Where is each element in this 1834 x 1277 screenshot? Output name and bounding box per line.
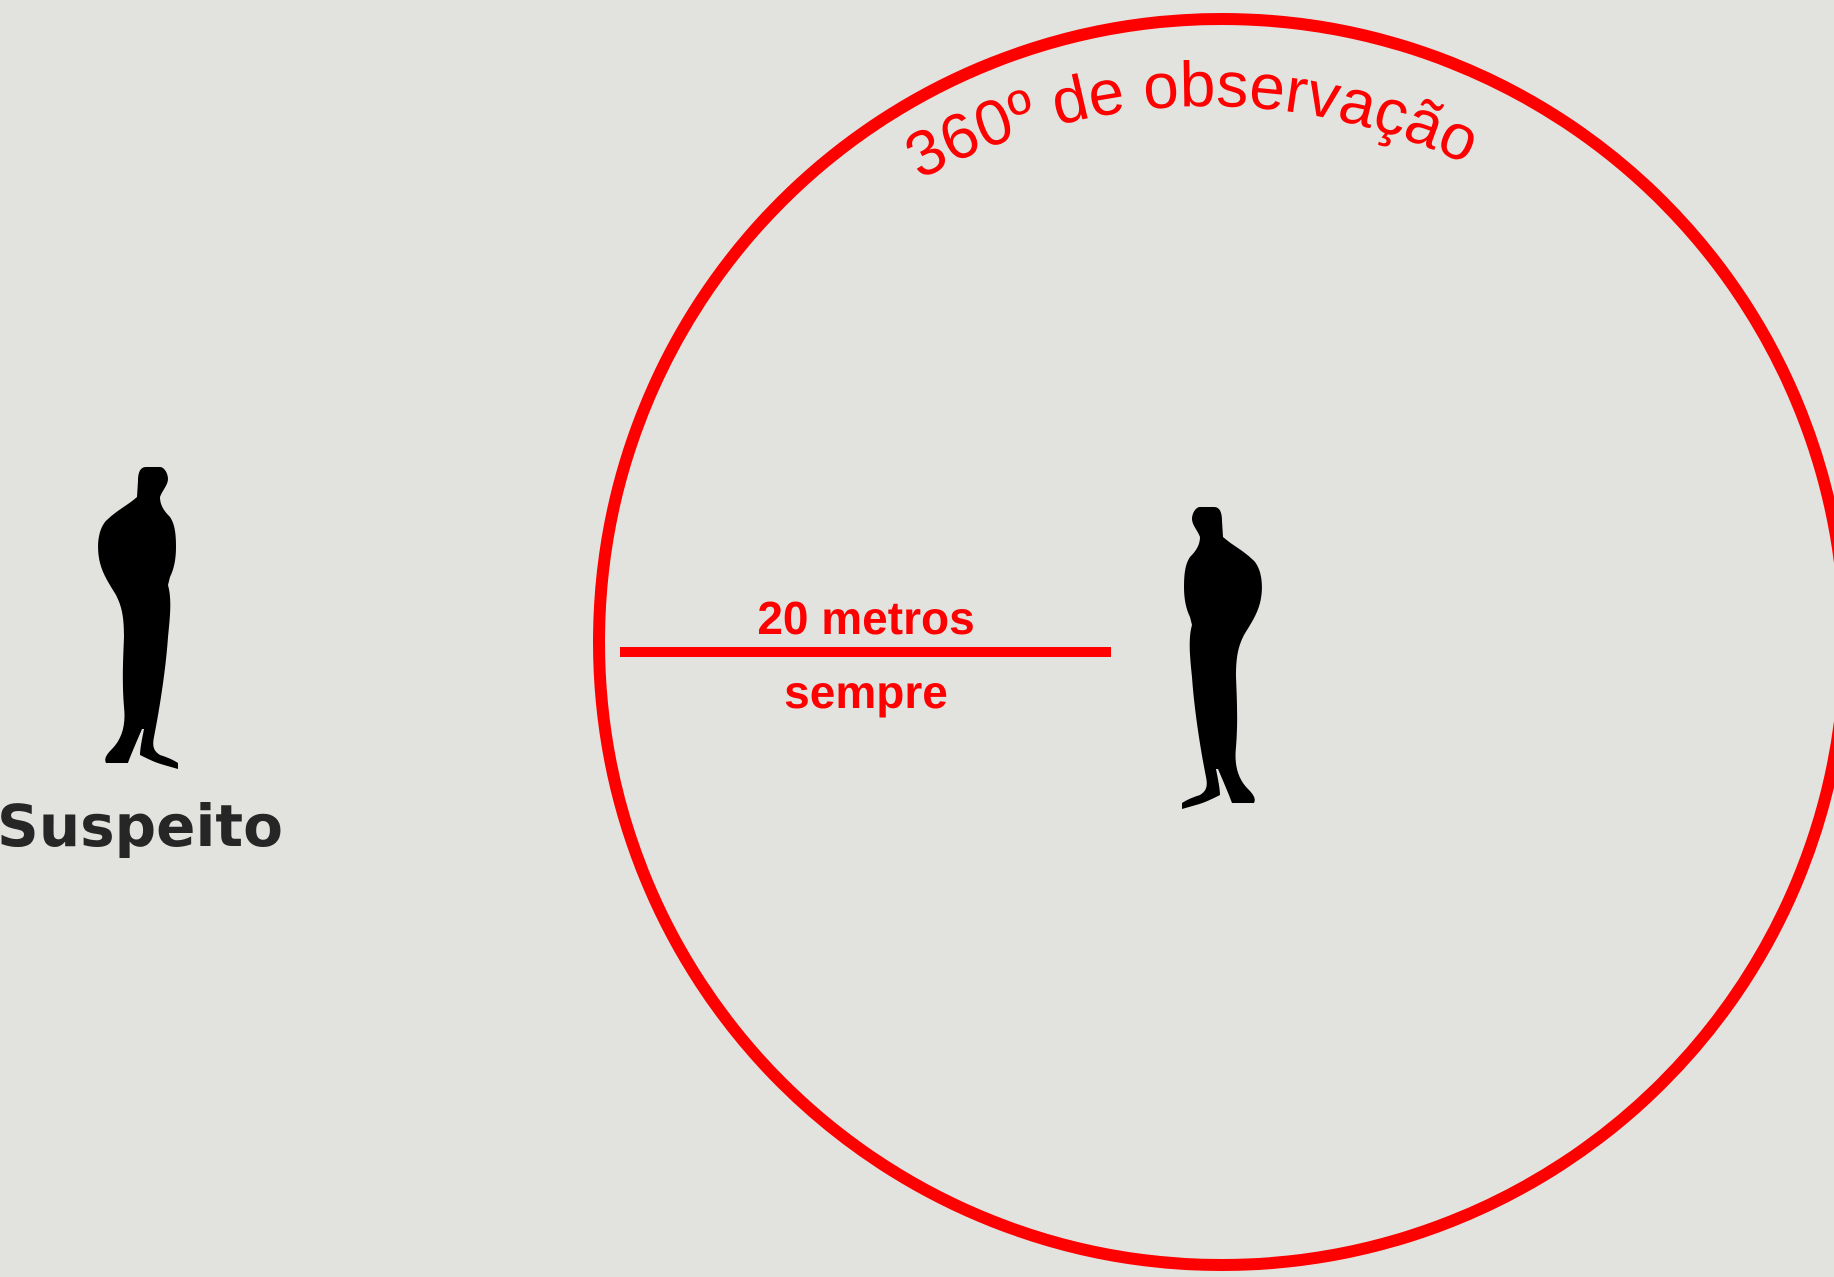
observation-circle [593, 13, 1834, 1271]
person-silhouette-icon [98, 467, 178, 769]
suspect-label: Suspeito [0, 792, 283, 860]
always-label: sempre [784, 666, 948, 718]
distance-label: 20 metros [757, 592, 974, 644]
person-silhouette-icon [1182, 507, 1262, 809]
